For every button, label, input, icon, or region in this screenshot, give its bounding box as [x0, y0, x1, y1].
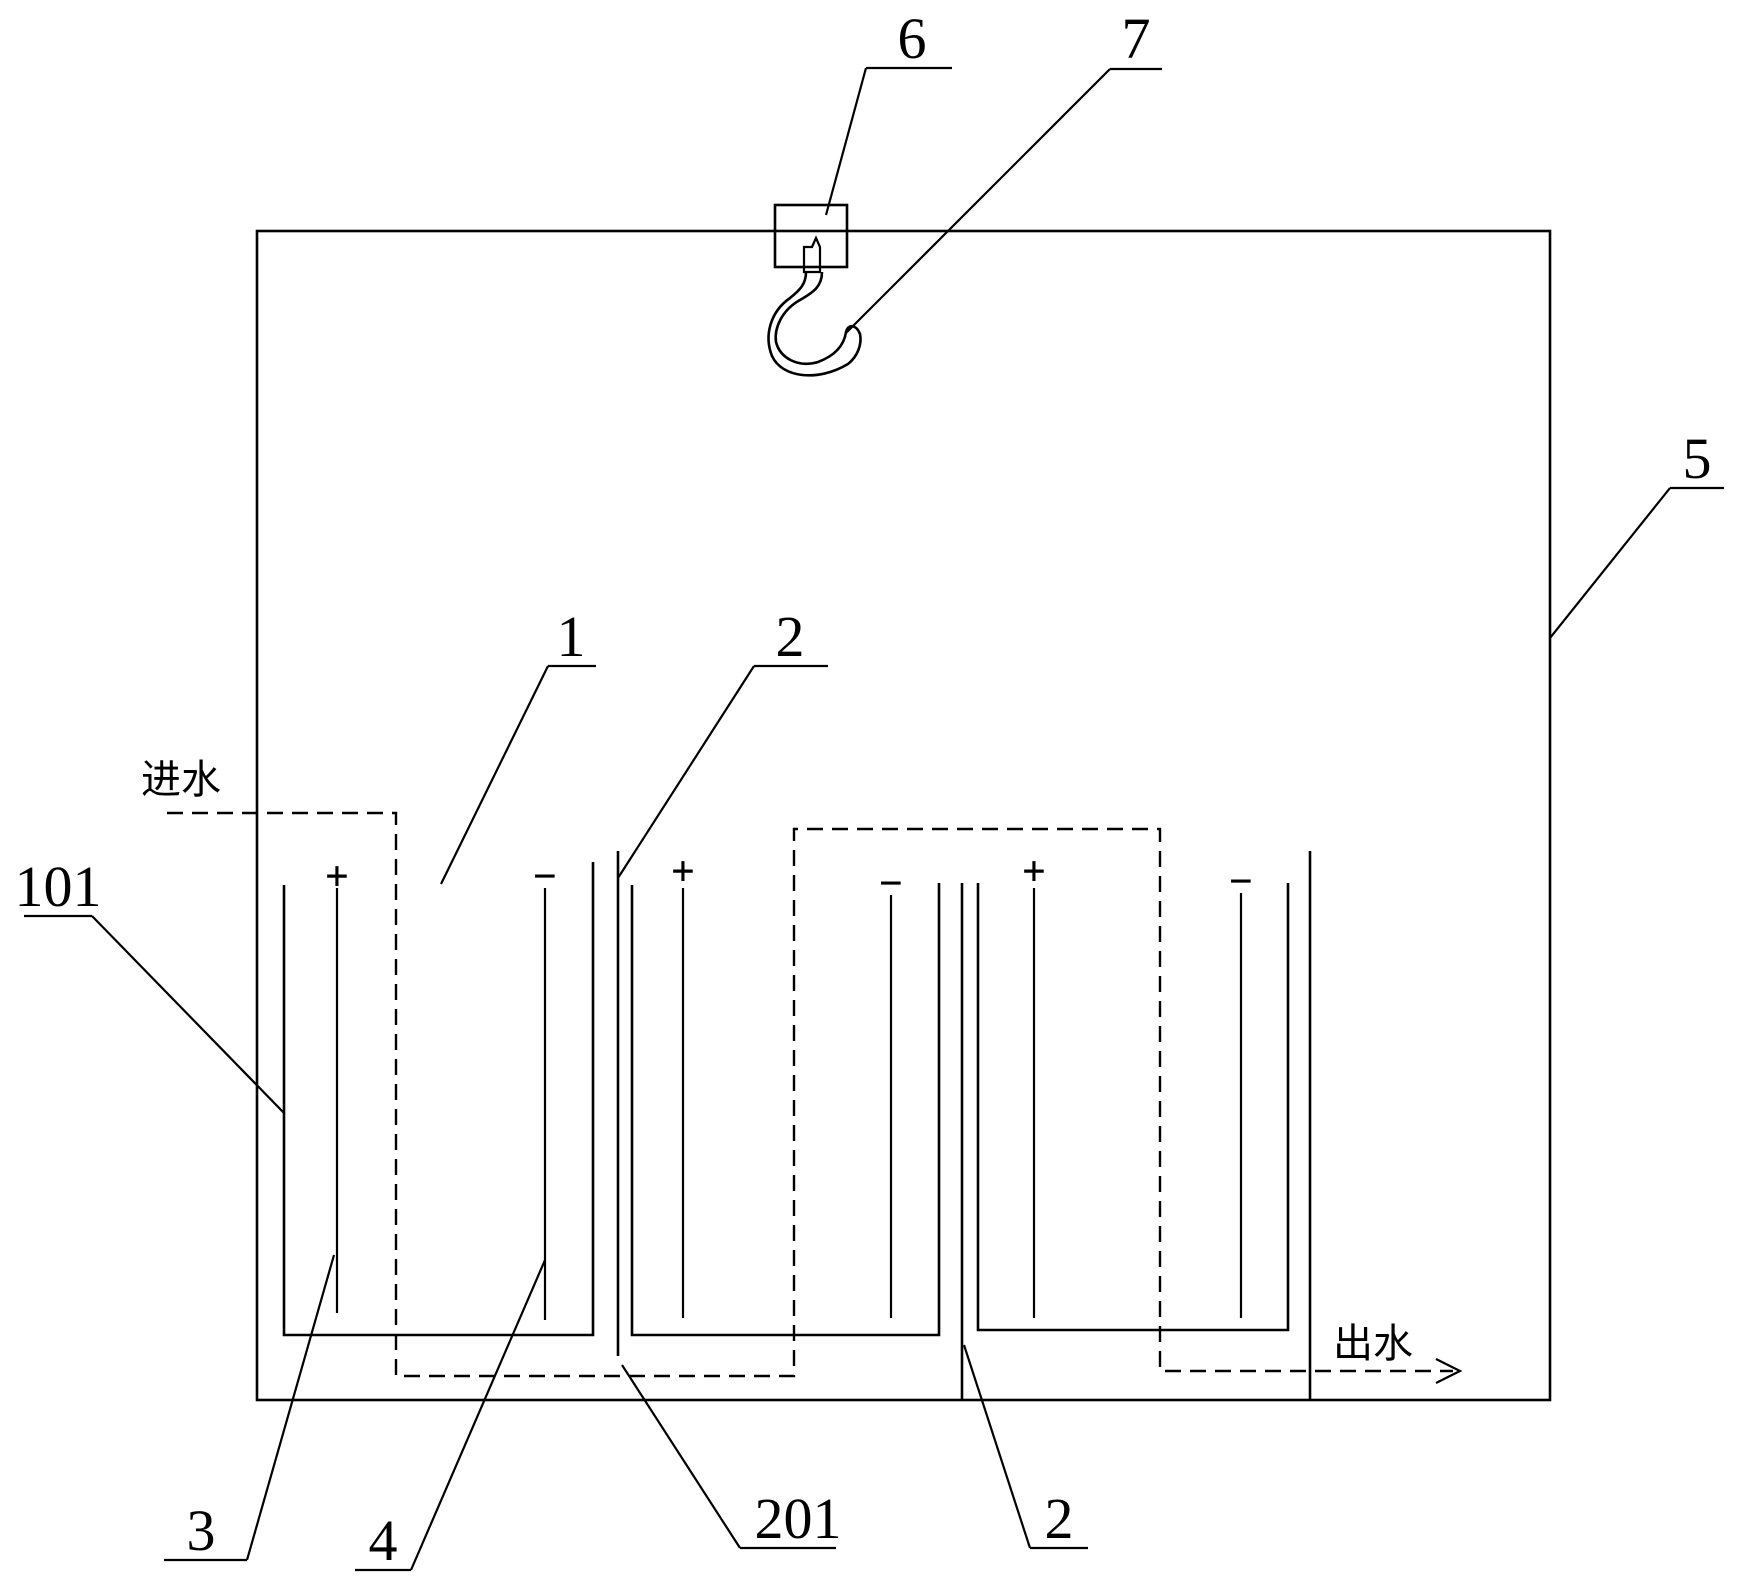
label-3: 3	[187, 1498, 216, 1563]
sign-plus-2: +	[672, 848, 695, 892]
label-201: 201	[755, 1486, 842, 1551]
cell-3-walls	[976, 883, 1290, 1332]
outlet-arrow-head	[1435, 1358, 1463, 1384]
water-flow-path	[167, 811, 1453, 1378]
sign-minus-3: −	[1230, 858, 1253, 902]
cell-2-walls	[630, 883, 941, 1337]
sign-minus-1: −	[534, 853, 557, 897]
cell-1-walls	[282, 862, 595, 1337]
label-2-upper: 2	[776, 604, 805, 669]
label-5: 5	[1683, 426, 1712, 491]
label-6: 6	[898, 6, 927, 71]
inlet-label: 进水	[141, 757, 221, 803]
sign-minus-2: −	[880, 860, 903, 904]
label-4: 4	[369, 1508, 398, 1573]
label-1: 1	[557, 604, 586, 669]
sign-plus-3: +	[1023, 848, 1046, 892]
hook-7	[767, 235, 862, 377]
sign-plus-1: +	[326, 853, 349, 897]
outlet-label: 出水	[1333, 1321, 1413, 1367]
label-2-lower: 2	[1045, 1486, 1074, 1551]
hanger-block-6	[773, 203, 849, 269]
outer-tank-5	[255, 229, 1552, 1402]
label-101: 101	[15, 854, 102, 919]
leader-lines	[24, 66, 1724, 1572]
label-7: 7	[1122, 6, 1151, 71]
